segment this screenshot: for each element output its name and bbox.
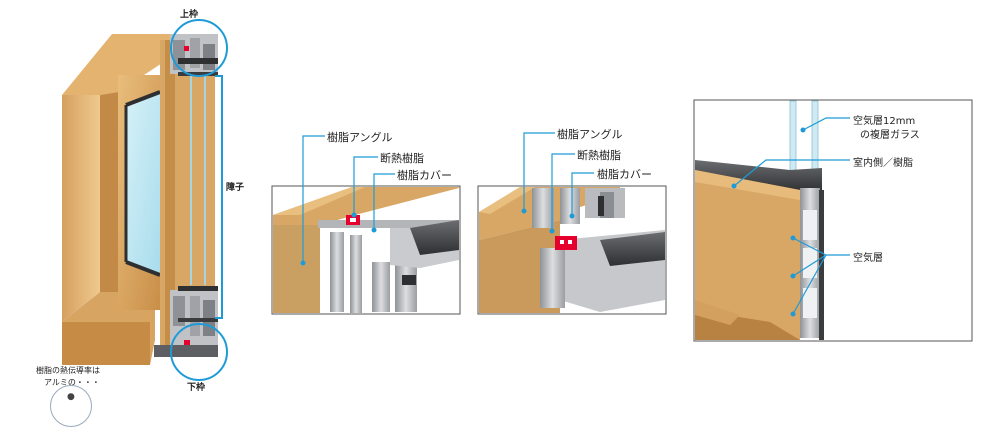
note-circle: ●	[50, 385, 92, 427]
section-2-callouts	[523, 132, 594, 231]
section3-indoor-label: 室内側／樹脂	[853, 158, 913, 169]
section-1-cross-section	[271, 185, 461, 315]
section3-glass-label-2: の複層ガラス	[860, 130, 920, 141]
bottom-frame-profile	[154, 286, 218, 357]
section1-cover-label: 樹脂カバー	[397, 169, 452, 182]
section2-insulation-label: 断熱樹脂	[577, 149, 621, 162]
section3-glass-label-1: 空気層12mm	[853, 116, 916, 127]
section2-cover-label: 樹脂カバー	[597, 168, 652, 181]
top-frame-label: 上枠	[180, 10, 199, 20]
mullion-bracket	[215, 75, 223, 319]
mullion-label: 障子	[226, 183, 245, 193]
top-frame-callout-circle	[170, 19, 228, 77]
note-line-2: アルミの・・・	[44, 378, 100, 387]
section3-air-label: 空気層	[853, 253, 883, 264]
frame-inner-recess	[100, 92, 118, 292]
section-2-cross-section	[477, 185, 667, 315]
window-illustration	[62, 19, 228, 381]
section1-angle-label: 樹脂アングル	[327, 131, 393, 144]
section1-insulation-label: 断熱樹脂	[380, 152, 424, 165]
window-frame-diagram	[62, 19, 973, 381]
frame-left-board	[62, 95, 100, 322]
note-line-1: 樹脂の熱伝導率は	[36, 366, 100, 375]
bottom-frame-label: 下枠	[187, 383, 206, 393]
section-3-callouts	[733, 117, 850, 315]
section2-angle-label: 樹脂アングル	[557, 128, 623, 141]
section-1-callouts	[302, 135, 395, 263]
glass-pane	[126, 92, 160, 275]
note-circle-mark: ●	[67, 392, 75, 402]
top-frame-profile	[170, 34, 218, 76]
frame-top-board	[62, 34, 182, 95]
bottom-frame-callout-circle	[170, 323, 228, 381]
section-3-cross-section	[693, 99, 973, 342]
